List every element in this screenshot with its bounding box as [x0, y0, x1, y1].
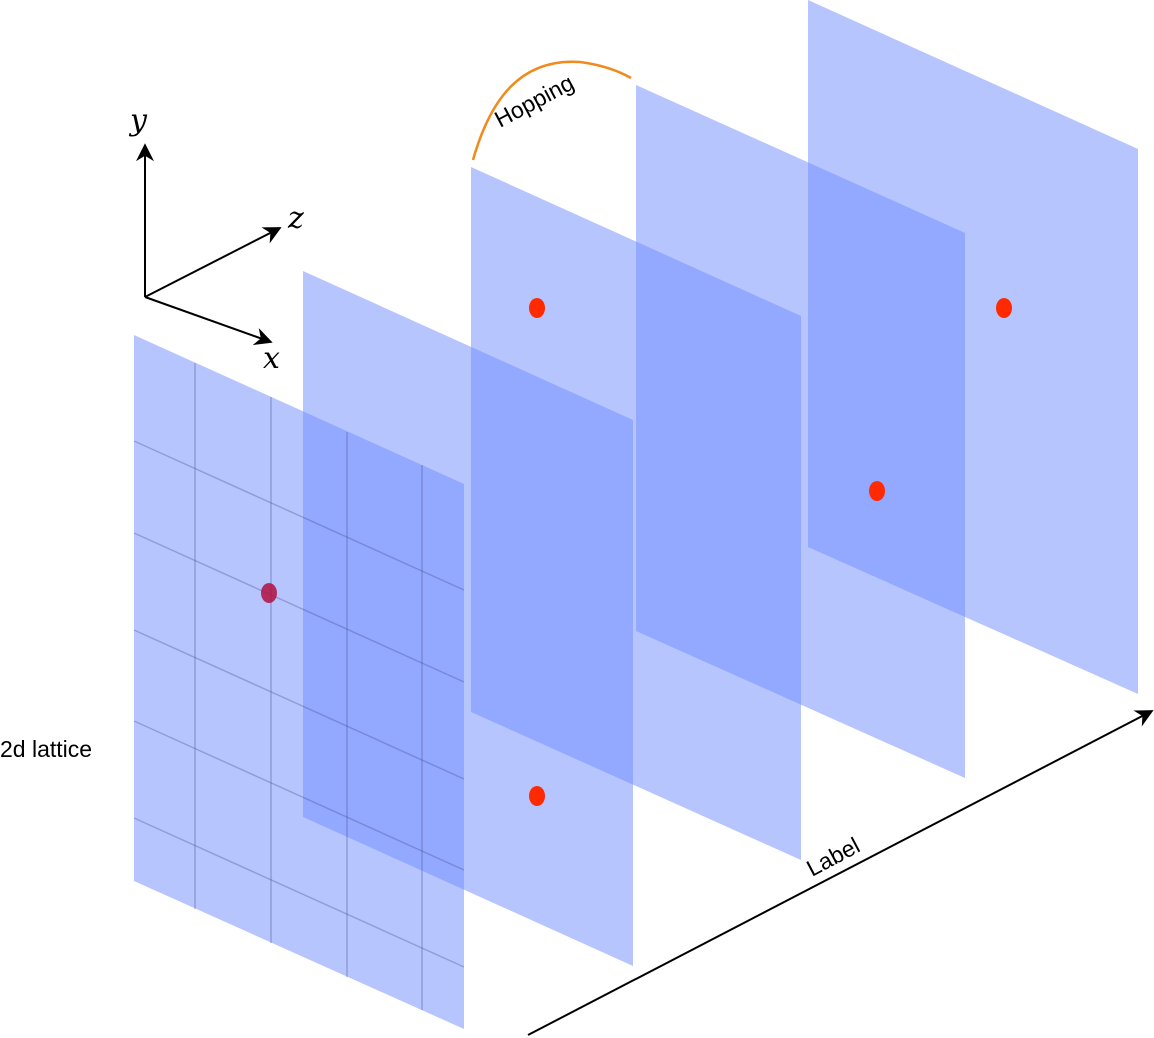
grid-row-line [133, 440, 465, 591]
layer-plane-1-lattice [134, 335, 464, 1029]
lattice-site [869, 481, 885, 501]
z-axis-label: z [287, 201, 304, 236]
coordinate-axes: y z x [128, 103, 304, 376]
z-axis-arrow [144, 227, 282, 298]
lattice-site [529, 786, 545, 806]
label-axis-label: Label [802, 832, 864, 881]
x-axis-arrow [144, 296, 273, 346]
lattice-site [261, 583, 277, 603]
x-axis-label: x [263, 341, 280, 376]
grid-row-line [133, 532, 465, 683]
lattice-grid [133, 363, 465, 1010]
hopping-arc [471, 60, 632, 161]
label-axis-arrow [527, 710, 1154, 1036]
lattice-site [529, 298, 545, 318]
lattice-site [996, 298, 1012, 318]
grid-row-line [133, 629, 465, 780]
hopping-label: Hopping [490, 69, 578, 132]
y-axis-label: y [128, 103, 148, 138]
grid-row-line [133, 720, 465, 871]
grid-row-line [133, 817, 465, 968]
lattice-label: 2d lattice [0, 736, 92, 762]
